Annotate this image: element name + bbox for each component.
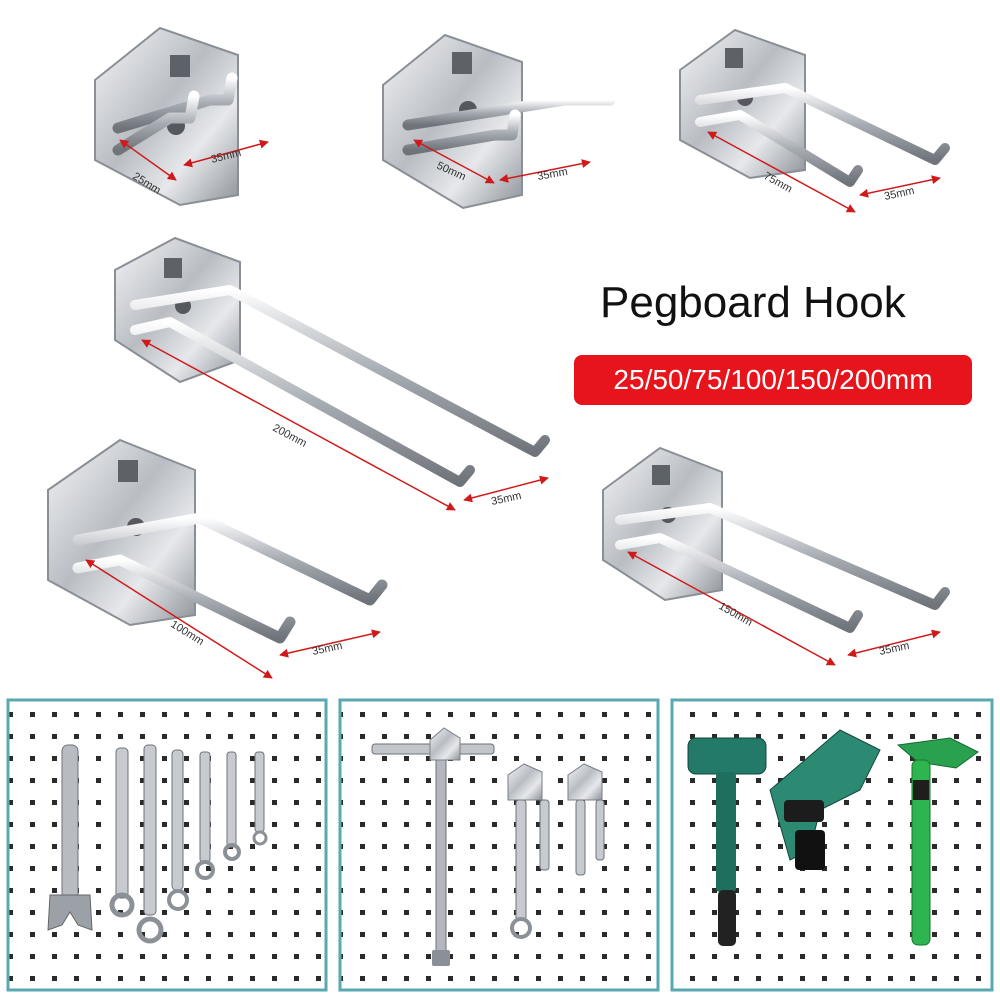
hook-50-spacing-label: 35mm [536, 166, 568, 183]
wrenches-icon [47, 744, 268, 944]
hook-50mm: 50mm 35mm [382, 33, 616, 210]
usage-panel-t-handle [338, 698, 660, 992]
hook-200mm: 200mm 35mm [114, 236, 550, 511]
usage-panel-wrenches [6, 698, 328, 992]
hook-200-length-label: 200mm [271, 422, 309, 450]
hook-75mm: 75mm 35mm [679, 28, 950, 213]
hook-75-spacing-label: 35mm [883, 185, 915, 203]
sizes-badge-text: 25/50/75/100/150/200mm [613, 364, 933, 395]
hook-100mm: 100mm 35mm [47, 438, 388, 679]
hook-150-spacing-label: 35mm [878, 640, 910, 658]
sizes-badge: 25/50/75/100/150/200mm [574, 355, 972, 405]
product-title: Pegboard Hook [600, 278, 906, 327]
hook-150mm: 150mm 35mm [602, 446, 950, 666]
hook-100-length-label: 100mm [168, 618, 205, 648]
hammers-and-drill-icon [687, 729, 979, 946]
usage-panel-hammers-drill [670, 698, 994, 992]
hook-150-length-label: 150mm [717, 600, 755, 629]
hook-25mm: 25mm 35mm [94, 26, 269, 207]
hook-100-spacing-label: 35mm [311, 640, 343, 658]
t-handle-wrench-icon [371, 727, 605, 966]
